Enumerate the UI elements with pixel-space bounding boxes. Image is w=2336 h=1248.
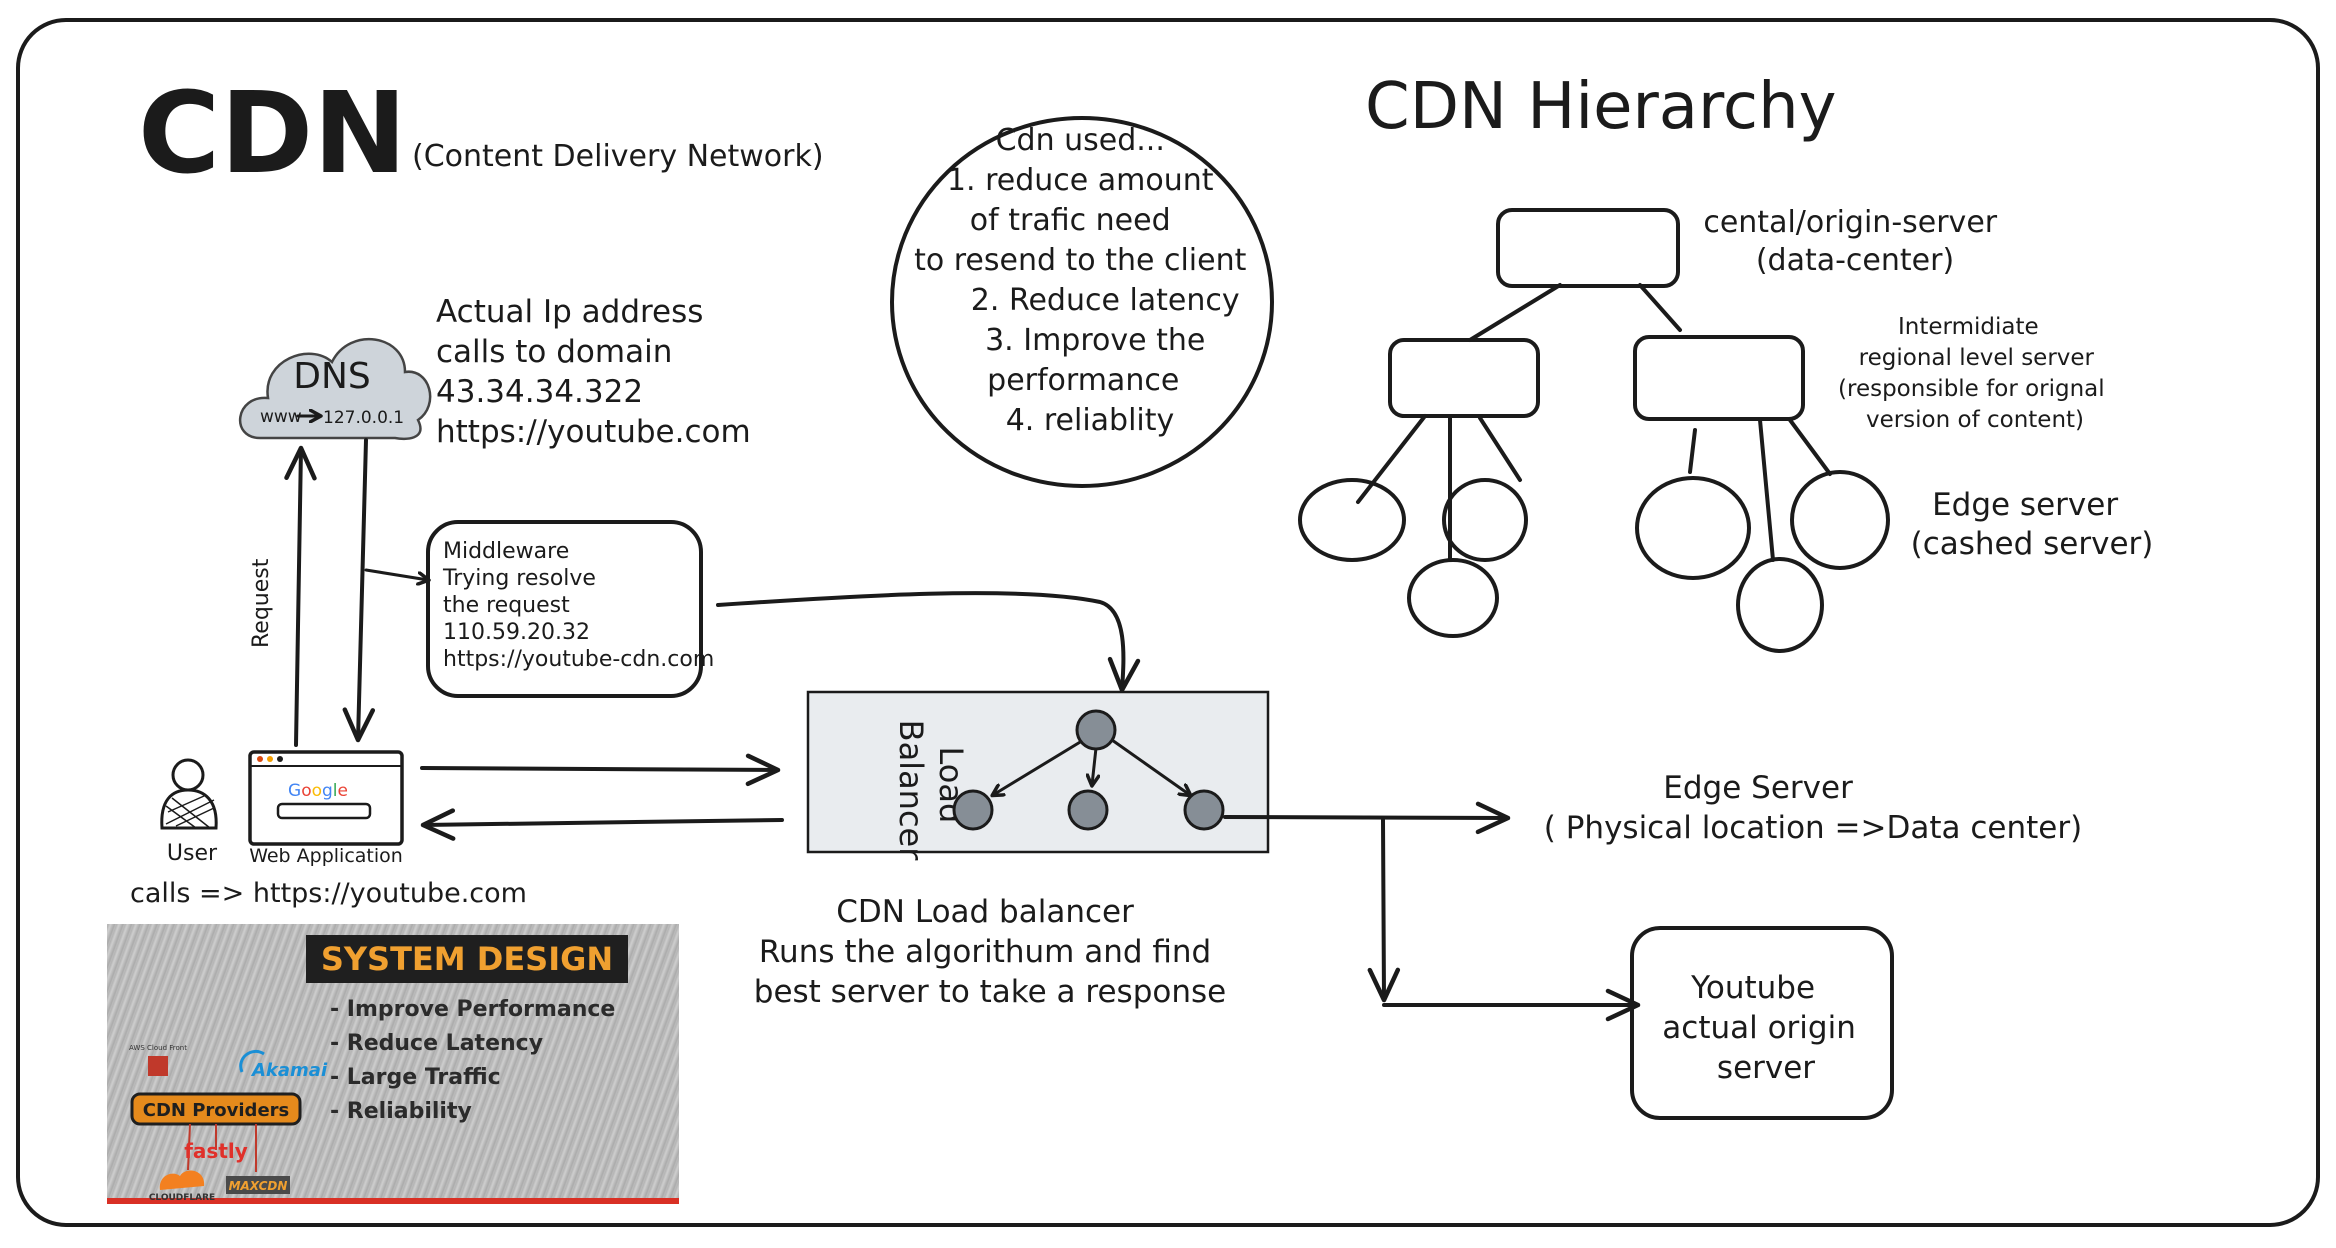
lb-to-client-arrow — [420, 808, 784, 841]
origin-server-box — [1630, 926, 1894, 1120]
dns-label: DNS — [293, 356, 371, 397]
akamai-logo: Akamai — [250, 1060, 328, 1081]
fastly-logo: fastly — [184, 1139, 248, 1163]
regional-server-box-right — [1633, 335, 1805, 421]
load-balancer-label: Load Balancer — [892, 720, 970, 862]
edge-server-node — [1736, 557, 1824, 653]
lb-child-node — [952, 789, 994, 831]
system-design-thumbnail: SYSTEM DESIGN - Improve Performance - Re… — [107, 924, 679, 1204]
user-label: User — [167, 841, 218, 866]
hierarchy-title: CDN Hierarchy — [1365, 70, 1837, 144]
title-subtitle: (Content Delivery Network) — [412, 139, 824, 174]
request-arrow — [284, 445, 317, 747]
outer-frame — [16, 18, 2320, 1227]
origin-server-box — [1496, 208, 1680, 288]
search-bar — [276, 802, 372, 820]
user-icon — [160, 758, 218, 830]
middleware-box — [426, 520, 703, 698]
origin-server-label: cental/origin-server (data-center) — [1703, 205, 2006, 278]
calls-label: calls => https://youtube.com — [130, 878, 527, 909]
thumbnail-banner-text: SYSTEM DESIGN — [321, 940, 613, 978]
browser-window-icon: Google — [248, 750, 404, 846]
akamai-icon — [239, 1049, 265, 1073]
dns-response-arrow — [342, 438, 376, 743]
origin-server-text: Youtube actual origin server — [1662, 970, 1865, 1086]
dns-note: Actual Ip address calls to domain 43.34.… — [436, 294, 751, 450]
web-application-label: Web Application — [249, 845, 403, 867]
edge-server-node — [1790, 470, 1890, 570]
edge-server-node — [1442, 478, 1528, 562]
middleware-to-lb-arrow — [716, 591, 1141, 693]
dns-map-from: www — [260, 407, 302, 427]
thumbnail-banner — [306, 935, 628, 983]
maxcdn-badge — [226, 1176, 290, 1194]
cdn-providers-label: CDN Providers — [143, 1100, 290, 1121]
middleware-text: Middleware Trying resolve the request 11… — [442, 539, 714, 672]
cdn-uses-circle — [890, 116, 1274, 488]
lb-root-node — [1075, 709, 1117, 751]
lb-to-edge-arrow — [1223, 801, 1511, 835]
cdn-uses-text: Cdn used... 1. reduce amount of trafic n… — [914, 123, 1256, 438]
regional-server-box-left — [1388, 338, 1540, 418]
search-logo: Google — [288, 781, 348, 801]
lb-child-node — [1183, 789, 1225, 831]
lb-child-node — [1067, 789, 1109, 831]
edge-server-node — [1407, 558, 1499, 638]
aws-cloudfront-icon — [148, 1056, 168, 1076]
cloudflare-logo: CLOUDFLARE — [149, 1193, 215, 1203]
edge-server-caption: Edge Server ( Physical location =>Data c… — [1544, 770, 2082, 846]
cloudflare-icon — [159, 1170, 205, 1190]
dns-cloud-icon — [238, 337, 432, 441]
edge-server-label: Edge server (cashed server) — [1911, 487, 2154, 562]
request-label: Request — [249, 558, 274, 648]
thumbnail-bullets: - Improve Performance - Reduce Latency -… — [330, 997, 623, 1124]
dns-map-to: 127.0.0.1 — [323, 408, 404, 428]
aws-cloudfront-logo: AWS Cloud Front — [129, 1044, 187, 1052]
maxcdn-logo: MAXCDN — [229, 1179, 288, 1193]
title-main: CDN — [138, 69, 407, 199]
regional-server-label: Intermidiate regional level server (resp… — [1838, 314, 2112, 433]
edge-server-node — [1635, 476, 1751, 580]
client-to-lb-arrow — [420, 753, 781, 787]
load-balancer-caption: CDN Load balancer Runs the algorithum an… — [754, 894, 1226, 1010]
edge-server-node — [1298, 478, 1406, 562]
